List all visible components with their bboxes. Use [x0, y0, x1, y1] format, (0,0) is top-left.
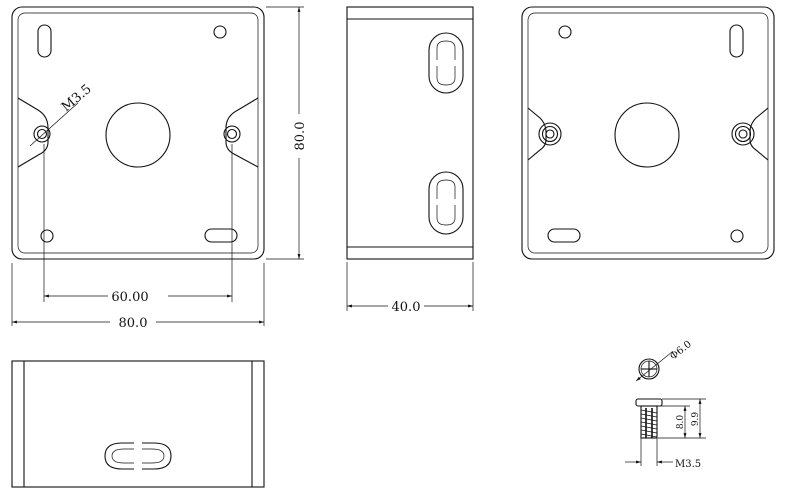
screw-boss-left: [538, 122, 562, 146]
mounting-hole: [730, 229, 744, 243]
dimension-depth-label: 40.0: [392, 300, 421, 315]
screw-total-length-label: 9.9: [691, 412, 701, 427]
mounting-hole: [40, 229, 54, 243]
mounting-slot: [204, 228, 238, 243]
bottom-knockout: [104, 442, 172, 470]
dimension-height: [266, 6, 304, 260]
screw-shank-length-label: 8.0: [676, 415, 686, 430]
bottom-view: [11, 360, 265, 488]
screw-boss-right: [731, 122, 755, 146]
thread-callout-label: M3.5: [59, 82, 95, 115]
screw-boss-left: [33, 125, 51, 143]
dimension-hole-spacing: [43, 144, 233, 302]
mounting-hole: [213, 25, 227, 39]
dimension-depth: [346, 262, 474, 311]
screw-boss-right: [223, 125, 241, 143]
screw-head-diameter-label: Φ6.0: [668, 339, 694, 363]
center-knockout: [614, 102, 680, 168]
dimension-hole-spacing-label: 60.00: [111, 290, 148, 305]
dimension-front-width-label: 80.0: [119, 316, 148, 331]
front-view: [11, 6, 265, 260]
side-knockout: [428, 32, 464, 94]
screw-thread-label: M3.5: [675, 459, 701, 470]
dimension-height-label: 80.0: [293, 122, 308, 151]
screw-side-view: [625, 398, 706, 466]
mounting-slot: [547, 228, 581, 243]
mounting-slot: [729, 24, 744, 58]
screw-head-top-view: [635, 351, 673, 382]
dimension-front-width: [11, 263, 265, 326]
back-view: [521, 6, 775, 260]
side-view: [346, 6, 474, 260]
side-knockout: [428, 171, 464, 235]
center-knockout: [105, 102, 171, 168]
mounting-hole: [558, 25, 572, 39]
mounting-slot: [37, 24, 52, 58]
